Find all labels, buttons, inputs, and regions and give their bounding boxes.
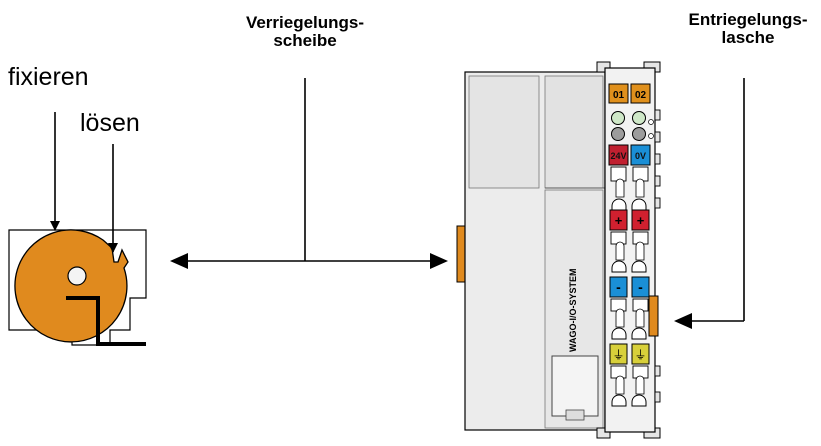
arrow-head-right [430, 253, 448, 269]
terminal-clamps-row-3 [611, 308, 647, 340]
disc-pivot [67, 266, 87, 286]
slot-label-01 [608, 83, 629, 104]
label-entriegelungslasche-line-1: Entriegelungs- [688, 10, 808, 29]
terminal-clamps-row-4 [611, 375, 647, 407]
release-arrow-head [674, 313, 692, 329]
minus-symbol-1: - [616, 279, 621, 295]
led-green-1 [611, 111, 625, 125]
housing-upper-right-panel [544, 75, 604, 189]
slot-label-01-text: 01 [613, 90, 625, 101]
plus-contact-1 [609, 209, 628, 231]
marker-field [551, 355, 599, 417]
wago-module: 01 02 24V 0V + + [456, 61, 661, 439]
slot-label-02 [630, 83, 651, 104]
locking-disc-detail [8, 112, 147, 346]
power-label-0v [630, 144, 651, 166]
minus-symbol-2: - [638, 279, 643, 295]
power-label-24v-text: 24V [610, 151, 626, 161]
terminal-clamps-row-2 [611, 241, 647, 273]
label-fixieren: fixieren [8, 63, 89, 91]
terminal-clamps-row-1 [611, 178, 647, 211]
arrow-head-left [170, 253, 188, 269]
plus-symbol-2: + [637, 213, 645, 228]
ground-symbol-1: ⏚ [612, 348, 624, 362]
minus-contact-1 [609, 276, 628, 298]
label-entriegelungslasche-line-2: lasche [721, 27, 775, 47]
release-tab [648, 295, 659, 337]
label-verriegelungsscheibe-line-1: Verriegelungs- [245, 13, 365, 32]
label-loesen: lösen [80, 109, 140, 137]
led-grey-2 [632, 127, 646, 141]
power-label-24v [608, 144, 629, 166]
slot-label-02-text: 02 [635, 90, 647, 101]
plus-contact-2 [631, 209, 650, 231]
power-label-0v-text: 0V [635, 151, 646, 161]
brand-text: WAGO-I/O-SYSTEM [568, 268, 578, 352]
label-verriegelungsscheibe-line-2: scheibe [273, 30, 337, 50]
minus-contact-2 [631, 276, 650, 298]
label-verriegelungsscheibe: Verriegelungs- scheibe [230, 14, 380, 50]
housing-upper-panel [468, 75, 540, 189]
ground-contact-1 [609, 343, 628, 365]
ground-symbol-2: ⏚ [634, 348, 646, 362]
locking-disc-callout [170, 78, 448, 269]
release-tab-callout [674, 78, 745, 329]
led-grey-1 [611, 127, 625, 141]
locking-disc [14, 229, 129, 343]
din-rail-section [66, 296, 146, 346]
label-entriegelungslasche: Entriegelungs- lasche [678, 11, 818, 47]
plus-symbol-1: + [615, 213, 623, 228]
ground-contact-2 [631, 343, 650, 365]
led-green-2 [632, 111, 646, 125]
